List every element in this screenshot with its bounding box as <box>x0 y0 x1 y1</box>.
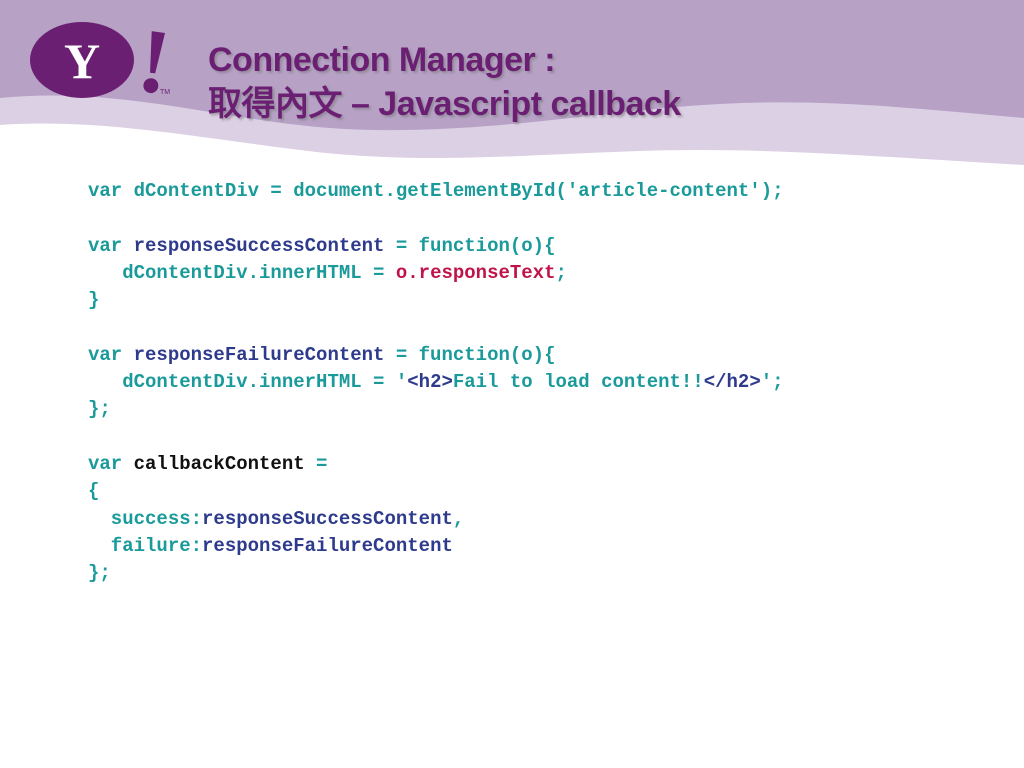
code-line-5: } <box>88 289 99 311</box>
yahoo-logo: Y ! TM <box>30 14 177 109</box>
code-token: dContentDiv.innerHTML = <box>88 261 396 284</box>
code-token: </h2> <box>703 371 761 394</box>
code-token: var <box>88 343 134 366</box>
code-token: '; <box>760 371 784 394</box>
title-line-2: 取得內文 – Javascript callback <box>208 85 681 123</box>
code-token: var <box>88 452 134 475</box>
header-wave-background <box>0 0 1024 165</box>
code-token: Fail to load content!! <box>452 371 704 394</box>
code-line-13: success:responseSuccessContent, <box>88 508 464 530</box>
code-token: responseSuccessContent <box>133 234 385 257</box>
code-token: { <box>88 480 100 503</box>
code-token: dContentDiv.innerHTML = ' <box>88 371 408 394</box>
code-token: , <box>452 507 465 530</box>
code-line-14: failure:responseFailureContent <box>88 535 453 557</box>
code-line-7: var responseFailureContent = function(o)… <box>88 344 555 366</box>
logo-letter: Y <box>64 33 100 89</box>
code-block: var dContentDiv = document.getElementByI… <box>88 178 784 587</box>
code-line-3: var responseSuccessContent = function(o)… <box>88 235 555 257</box>
code-token: = <box>304 452 328 475</box>
code-token: callbackContent <box>133 452 305 475</box>
code-token: var dContentDiv = document.getElementByI… <box>88 180 784 202</box>
code-token: }; <box>88 398 111 421</box>
code-line-12: { <box>88 480 99 502</box>
code-line-11: var callbackContent = <box>88 453 327 475</box>
slide-title: Connection Manager : 取得內文 – Javascript c… <box>208 38 681 126</box>
code-token: = function(o){ <box>384 234 556 257</box>
code-line-9: }; <box>88 398 111 420</box>
logo-trademark: TM <box>160 89 170 96</box>
code-token: ; <box>555 261 567 284</box>
code-line-15: }; <box>88 562 111 584</box>
code-token: failure: <box>88 534 203 557</box>
code-token: <h2> <box>407 371 453 394</box>
title-line-1: Connection Manager : <box>208 41 556 79</box>
code-token: responseFailureContent <box>202 534 453 557</box>
code-token: var <box>88 234 134 257</box>
code-token: o.responseText <box>395 261 556 284</box>
code-token: responseSuccessContent <box>202 507 453 530</box>
code-line-8: dContentDiv.innerHTML = '<h2>Fail to loa… <box>88 371 784 394</box>
code-token: }; <box>88 562 111 585</box>
code-token: } <box>88 289 100 312</box>
code-token: = function(o){ <box>384 343 556 366</box>
code-token: success: <box>88 507 203 530</box>
code-line-4: dContentDiv.innerHTML = o.responseText; <box>88 262 567 284</box>
code-token: responseFailureContent <box>133 343 385 366</box>
code-line-1: var dContentDiv = document.getElementByI… <box>88 180 784 202</box>
